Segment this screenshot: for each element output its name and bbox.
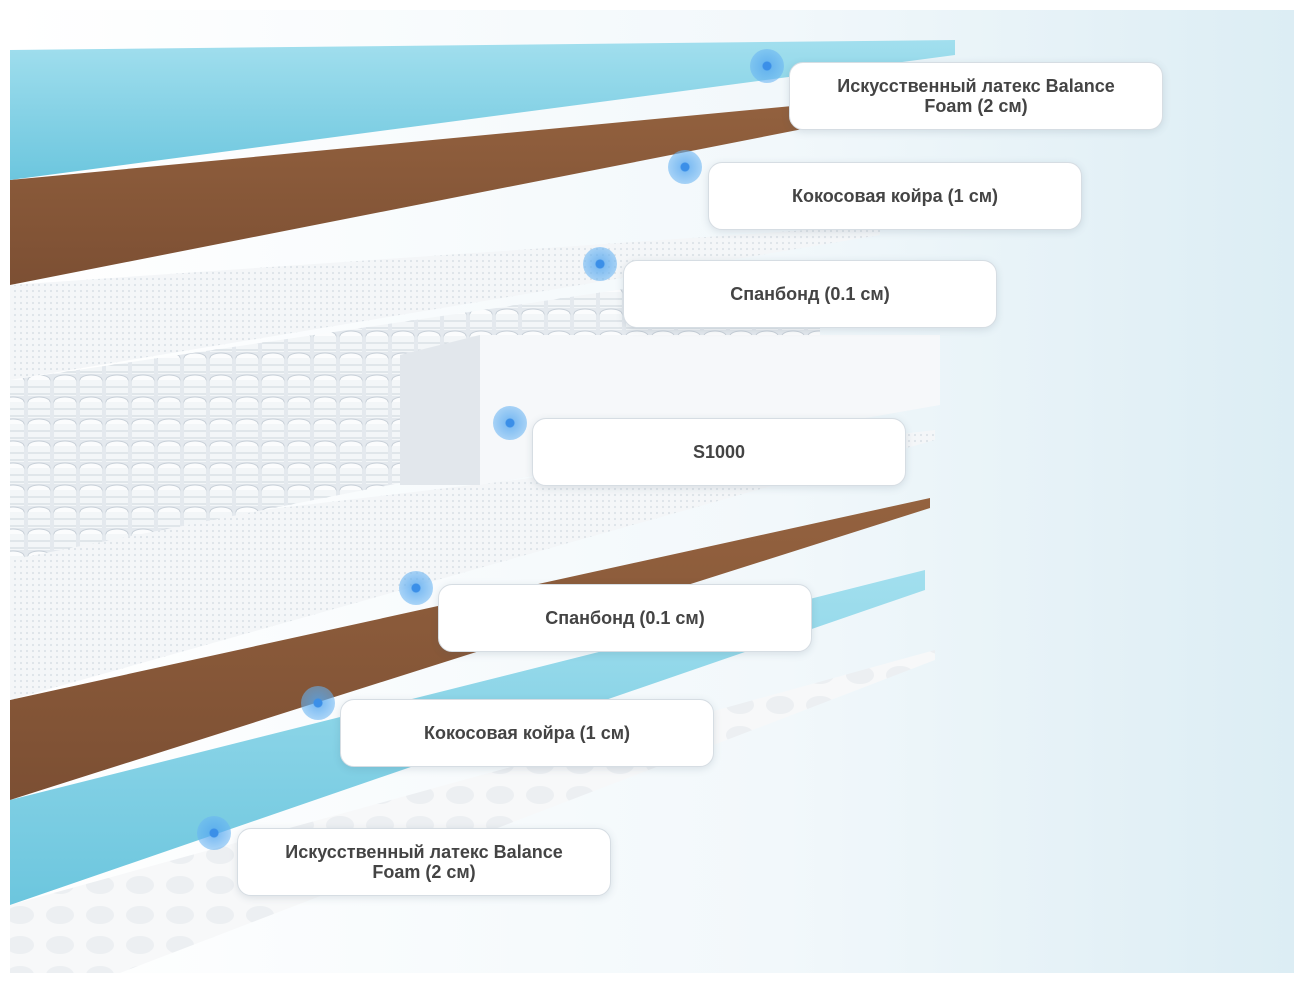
layer-4-label: S1000 — [692, 442, 746, 462]
layer-7-marker — [197, 816, 231, 850]
layer-7-label: Искусственный латекс Balance Foam (2 см) — [285, 842, 563, 882]
top-latex-layer — [10, 40, 955, 180]
layer-5-marker — [399, 571, 433, 605]
top-coir-layer — [10, 92, 940, 285]
layer-1-label: Искусственный латекс Balance Foam (2 см) — [837, 76, 1115, 116]
layer-2-marker — [668, 150, 702, 184]
layer-6-callout: Кокосовая койра (1 см) — [340, 699, 714, 767]
layer-7-callout: Искусственный латекс Balance Foam (2 см) — [237, 828, 611, 896]
layer-3-label: Спанбонд (0.1 см) — [730, 284, 890, 304]
layer-2-callout: Кокосовая койра (1 см) — [708, 162, 1082, 230]
layer-6-label: Кокосовая койра (1 см) — [423, 723, 631, 743]
layer-6-marker — [301, 686, 335, 720]
layer-1-callout: Искусственный латекс Balance Foam (2 см) — [789, 62, 1163, 130]
layer-5-label: Спанбонд (0.1 см) — [545, 608, 705, 628]
layer-2-label: Кокосовая койра (1 см) — [791, 186, 999, 206]
layer-3-marker — [583, 247, 617, 281]
bottom-spunbond-layer — [10, 430, 935, 700]
layer-3-callout: Спанбонд (0.1 см) — [623, 260, 997, 328]
layer-4-callout: S1000 — [532, 418, 906, 486]
layer-1-marker — [750, 49, 784, 83]
layer-5-callout: Спанбонд (0.1 см) — [438, 584, 812, 652]
layer-4-marker — [493, 406, 527, 440]
